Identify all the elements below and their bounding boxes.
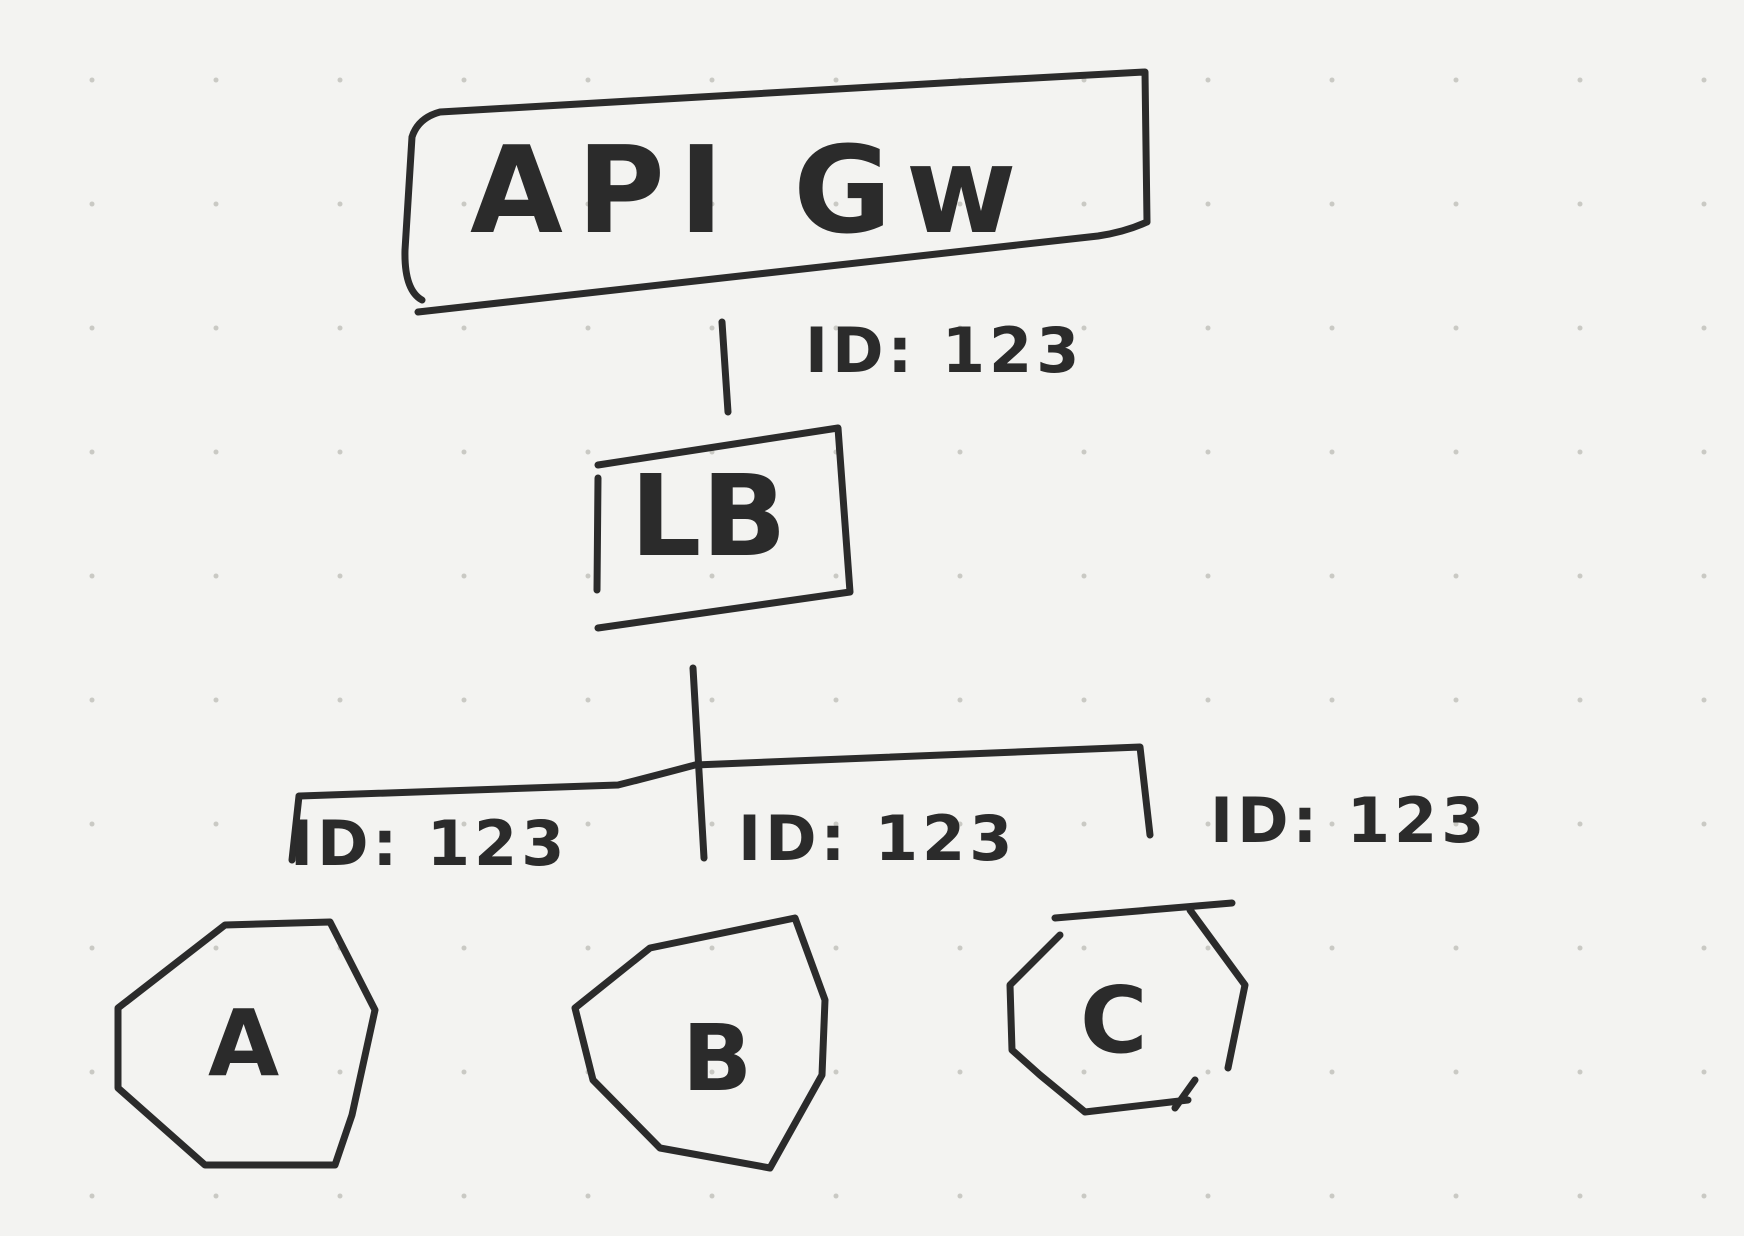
api-gateway-label: API Gw	[470, 122, 1031, 261]
service-a-label: A	[208, 990, 279, 1097]
service-c-node: C	[1006, 899, 1249, 1116]
edge-gateway-to-lb-label: ID: 123	[805, 314, 1083, 387]
edge-lb-to-b-label: ID: 123	[738, 802, 1016, 875]
edge-lb-to-c-label: ID: 123	[1210, 784, 1488, 857]
api-gateway-node: API Gw	[401, 68, 1151, 316]
edge-gateway-to-lb: ID: 123	[718, 314, 1083, 416]
service-a-node: A	[114, 918, 379, 1169]
load-balancer-label: LB	[630, 452, 787, 582]
edge-lb-to-a-label: ID: 123	[290, 807, 568, 880]
load-balancer-node: LB	[593, 424, 854, 632]
service-c-label: C	[1080, 967, 1148, 1074]
service-b-node: B	[571, 914, 829, 1172]
lb-fanout	[288, 664, 1154, 864]
service-b-label: B	[682, 1005, 752, 1112]
